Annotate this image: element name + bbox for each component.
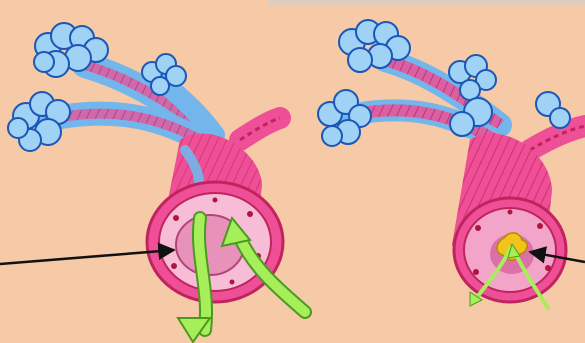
- top-photo-strip: [268, 0, 585, 6]
